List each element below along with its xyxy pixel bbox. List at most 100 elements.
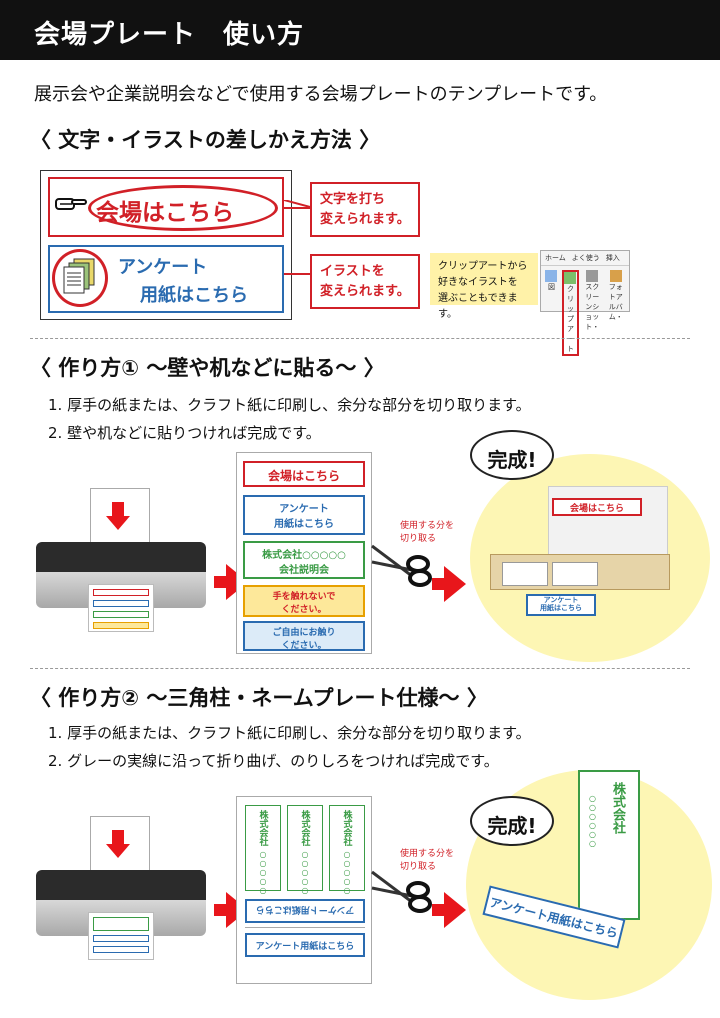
clipart-icon: [564, 272, 577, 284]
prism-circles: ○○○○○○: [588, 794, 597, 848]
prism-company: 株式会社: [610, 782, 625, 834]
intro-text: 展示会や企業説明会などで使用する会場プレートのテンプレートです。: [34, 84, 608, 105]
sheet-plate-company: 株式会社○○○○○ 会社説明会: [243, 541, 365, 579]
sheet-panel-2-circles: ○○○○○: [300, 850, 310, 895]
sheet-plate-company-text-1: 株式会社○○○○○: [262, 550, 346, 561]
sheet-prism-panel-3: 株式会社 ○○○○○: [329, 805, 365, 895]
flow-arrow-shaft-3: [214, 904, 228, 916]
printer-illustration-2: [36, 816, 206, 966]
cut-label-2: 使用する分を 切り取る: [400, 848, 454, 873]
note-line-2: 好きなイラストを: [438, 277, 518, 288]
flow-arrow-icon: [444, 566, 466, 602]
cut-label-2-line-1: 使用する分を: [400, 849, 455, 859]
sheet-plate-donttouch-text-1: 手を触れないで: [272, 592, 336, 602]
sheet-prism-panel-1: 株式会社 ○○○○○: [245, 805, 281, 895]
divider-1: [30, 338, 690, 339]
callout-text-line-1: 文字を打ち: [320, 192, 386, 207]
sheet-bottom-text: アンケート用紙はこちら: [255, 942, 355, 952]
callout-connectors: [284, 200, 314, 275]
sheet-panel-1-circles: ○○○○○: [258, 850, 268, 895]
screenshot-icon: [586, 270, 599, 282]
sheet-plate-venue-text: 会場はこちら: [267, 469, 340, 483]
cut-label-2-line-2: 切り取る: [400, 861, 437, 872]
clipart-note: クリップアートから 好きなイラストを 選ぶこともできます。: [430, 253, 538, 320]
template-sheet-2: 株式会社 ○○○○○ 株式会社 ○○○○○ 株式会社 ○○○○○ アンケート用紙…: [236, 796, 372, 984]
callout-text-line-2: 変えられます。: [320, 211, 410, 227]
ribbon-screenshot: ホーム よく使う 挿入 図 クリップアート スクリーンショット・ フォトアルバム…: [540, 250, 630, 356]
printer-top: [36, 870, 206, 900]
printer-illustration: [36, 488, 206, 638]
callout-illust-line-2: 変えられます。: [320, 283, 410, 299]
printed-sheet-preview: [88, 912, 154, 960]
sheet-plate-survey: アンケート用紙はこちら: [243, 495, 365, 535]
sheet-plate-survey-text-1: アンケート: [279, 504, 329, 515]
scene-plate-survey-text-2: 用紙はこちら: [540, 604, 582, 613]
scissors-icon: [370, 866, 434, 926]
down-arrow-shaft: [112, 830, 124, 844]
ribbon-btn-screenshot: スクリーンショット・: [585, 283, 600, 331]
result-scene-wall: 会場はこちら アンケート用紙はこちら: [470, 454, 710, 662]
sheet-plate-survey-text-2: 用紙はこちら: [274, 519, 334, 530]
plate-text-survey-2: 用紙はこちら: [140, 285, 248, 306]
plate-text-venue: 会場はこちら: [96, 200, 234, 226]
note-line-3: 選ぶこともできます。: [438, 293, 518, 320]
section-heading-method-1: 〈 作り方① ～壁や机などに貼る～ 〉: [30, 356, 385, 380]
divider-2: [30, 668, 690, 669]
prism-standing: ○○○○○○ 株式会社: [578, 770, 640, 920]
ribbon-tab-home: ホーム: [545, 254, 566, 262]
flow-arrow-icon: [444, 892, 466, 928]
sheet-panel-3-circles: ○○○○○: [342, 850, 352, 895]
sheet-plate-venue: 会場はこちら: [243, 461, 365, 487]
sheet-panel-3-company: 株式会社: [341, 810, 352, 846]
photo-album-icon: [609, 270, 622, 282]
done-bubble-2: 完成!: [470, 796, 554, 846]
sheet-upside-text: アンケート用紙はこちら: [255, 904, 355, 914]
sheet-plate-donttouch-text-2: ください。: [281, 605, 327, 615]
cut-label: 使用する分を 切り取る: [400, 520, 454, 545]
scene-plate-survey: アンケート用紙はこちら: [526, 594, 596, 616]
scene-plate-survey-text-1: アンケート: [543, 596, 579, 604]
down-arrow-icon: [106, 516, 130, 530]
paper-stack-2: [552, 562, 598, 586]
section-heading-replace: 〈 文字・イラストの差しかえ方法 〉: [30, 128, 381, 152]
scissors-icon: [370, 540, 434, 600]
sheet-plate-company-text-2: 会社説明会: [279, 565, 329, 576]
ribbon-btn-photo: フォトアルバム・: [608, 283, 623, 321]
callout-illust-line-1: イラストを: [320, 264, 385, 279]
sheet-panel-1-company: 株式会社: [257, 810, 268, 846]
done-bubble: 完成!: [470, 430, 554, 480]
ribbon-btn-clipart: クリップアート: [566, 285, 574, 353]
ribbon-tab-insert: 挿入: [605, 254, 620, 262]
sheet-panel-2-company: 株式会社: [299, 810, 310, 846]
cut-label-line-2: 切り取る: [400, 533, 437, 544]
flow-arrow-shaft-4: [432, 904, 446, 916]
page-title: 会場プレート 使い方: [0, 0, 720, 60]
method2-step-2: 2. グレーの実線に沿って折り曲げ、のりしろをつければ完成です。: [48, 752, 499, 770]
section-heading-method-2: 〈 作り方② ～三角柱・ネームプレート仕様～ 〉: [30, 686, 488, 710]
method1-step-2: 2. 壁や机などに貼りつければ完成です。: [48, 424, 321, 442]
scene-plate-venue-text: 会場はこちら: [569, 504, 624, 514]
sheet-plate-feelfree: ご自由にお触りください。: [243, 621, 365, 651]
down-arrow-shaft: [112, 502, 124, 516]
callout-text-editable: 文字を打ち 変えられます。: [310, 182, 420, 237]
picture-icon: [545, 270, 558, 282]
documents-icon: [62, 257, 98, 301]
paper-stack-1: [502, 562, 548, 586]
highlight-ellipse: [88, 185, 278, 231]
method2-step-1: 1. 厚手の紙または、クラフト紙に印刷し、余分な部分を切り取ります。: [48, 724, 531, 742]
printer-top: [36, 542, 206, 572]
plate-text-survey-1: アンケート: [118, 257, 208, 278]
sheet-upside-down-plate: アンケート用紙はこちら: [245, 899, 365, 923]
fold-line: [245, 927, 365, 928]
ribbon-tab-frequent: よく使う: [571, 254, 600, 262]
method1-step-1: 1. 厚手の紙または、クラフト紙に印刷し、余分な部分を切り取ります。: [48, 396, 531, 414]
template-sheet: 会場はこちら アンケート用紙はこちら 株式会社○○○○○ 会社説明会 手を触れない…: [236, 452, 372, 654]
sheet-plate-donttouch: 手を触れないでください。: [243, 585, 365, 617]
sheet-plate-feelfree-text-2: ください。: [281, 641, 327, 651]
plate-survey: アンケート 用紙はこちら: [48, 245, 284, 313]
flow-arrow-shaft-1: [214, 576, 228, 588]
ribbon-btn-picture: 図: [547, 283, 555, 291]
scene-plate-venue: 会場はこちら: [552, 498, 642, 516]
plate-venue: 会場はこちら: [48, 177, 284, 237]
note-line-1: クリップアートから: [438, 261, 528, 272]
